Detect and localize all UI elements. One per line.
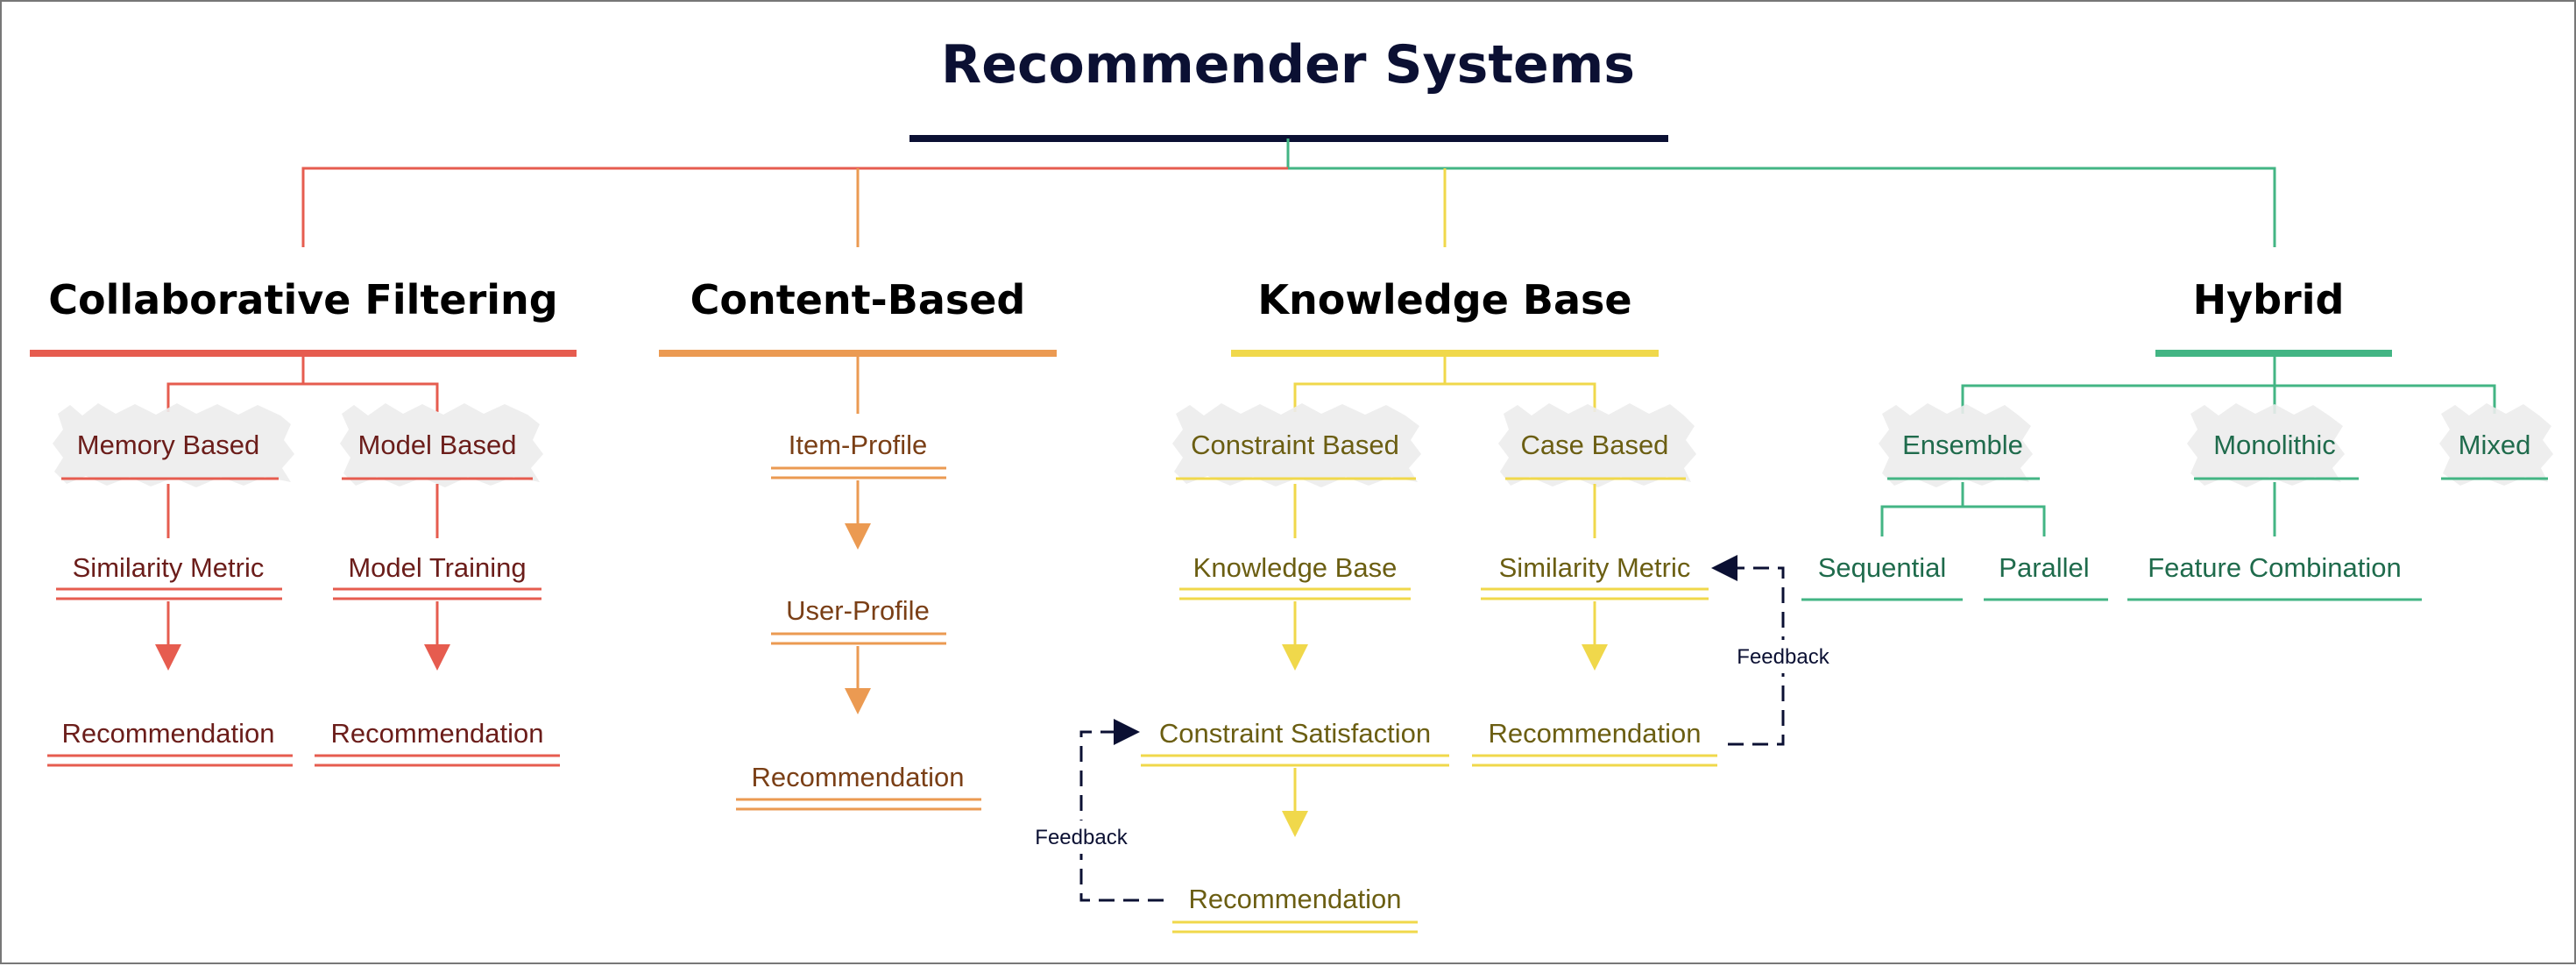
feedback-loop-left [1079, 719, 1164, 902]
page-title: Recommender Systems [941, 34, 1635, 96]
node-item-profile: Item-Profile [789, 430, 927, 460]
category-hybrid: Hybrid [2193, 276, 2345, 323]
collaborative-branch: Collaborative Filtering Memory Based Mod… [30, 276, 577, 767]
hybrid-branch: Hybrid Ensemble Monolithic Mixed Sequent… [1801, 276, 2553, 601]
node-parallel: Parallel [1999, 552, 2089, 583]
node-recommendation-cf-memory: Recommendation [62, 718, 275, 749]
node-user-profile: User-Profile [786, 595, 930, 626]
highlight-constraint-based [1172, 403, 1421, 487]
node-similarity-metric-kb: Similarity Metric [1499, 552, 1691, 583]
node-recommendation-content: Recommendation [752, 762, 965, 792]
node-case-based: Case Based [1521, 430, 1669, 460]
node-knowledge-base-step: Knowledge Base [1193, 552, 1398, 583]
category-knowledge-base: Knowledge Base [1257, 276, 1631, 323]
highlight-case-based [1498, 403, 1696, 487]
node-constraint-satisfaction: Constraint Satisfaction [1159, 718, 1431, 749]
highlight-mixed [2439, 403, 2553, 486]
node-recommendation-case: Recommendation [1489, 718, 1702, 749]
node-feature-combination: Feature Combination [2148, 552, 2402, 583]
knowledge-branch: Knowledge Base Constraint Based Case Bas… [1029, 276, 1836, 934]
node-memory-based: Memory Based [77, 430, 259, 460]
node-model-training: Model Training [348, 552, 526, 583]
top-connectors [301, 139, 2276, 247]
highlight-memory-based [53, 403, 294, 487]
highlight-ensemble [1879, 403, 2033, 487]
node-similarity-metric-cf: Similarity Metric [73, 552, 265, 583]
feedback-label-left: Feedback [1035, 826, 1128, 849]
content-branch: Content-Based Item-Profile User-Profile … [659, 276, 1057, 811]
node-ensemble: Ensemble [1902, 430, 2023, 460]
node-recommendation-constraint: Recommendation [1189, 884, 1402, 914]
node-constraint-based: Constraint Based [1191, 430, 1399, 460]
category-collaborative-filtering: Collaborative Filtering [48, 276, 557, 323]
feedback-label-right: Feedback [1737, 645, 1829, 669]
node-model-based: Model Based [358, 430, 517, 460]
feedback-loop-right [1711, 555, 1785, 746]
node-monolithic: Monolithic [2213, 430, 2336, 460]
highlight-model-based [340, 403, 543, 487]
node-sequential: Sequential [1818, 552, 1947, 583]
category-content-based: Content-Based [690, 276, 1026, 323]
highlight-monolithic [2187, 403, 2345, 487]
node-recommendation-cf-model: Recommendation [331, 718, 544, 749]
node-mixed: Mixed [2459, 430, 2531, 460]
